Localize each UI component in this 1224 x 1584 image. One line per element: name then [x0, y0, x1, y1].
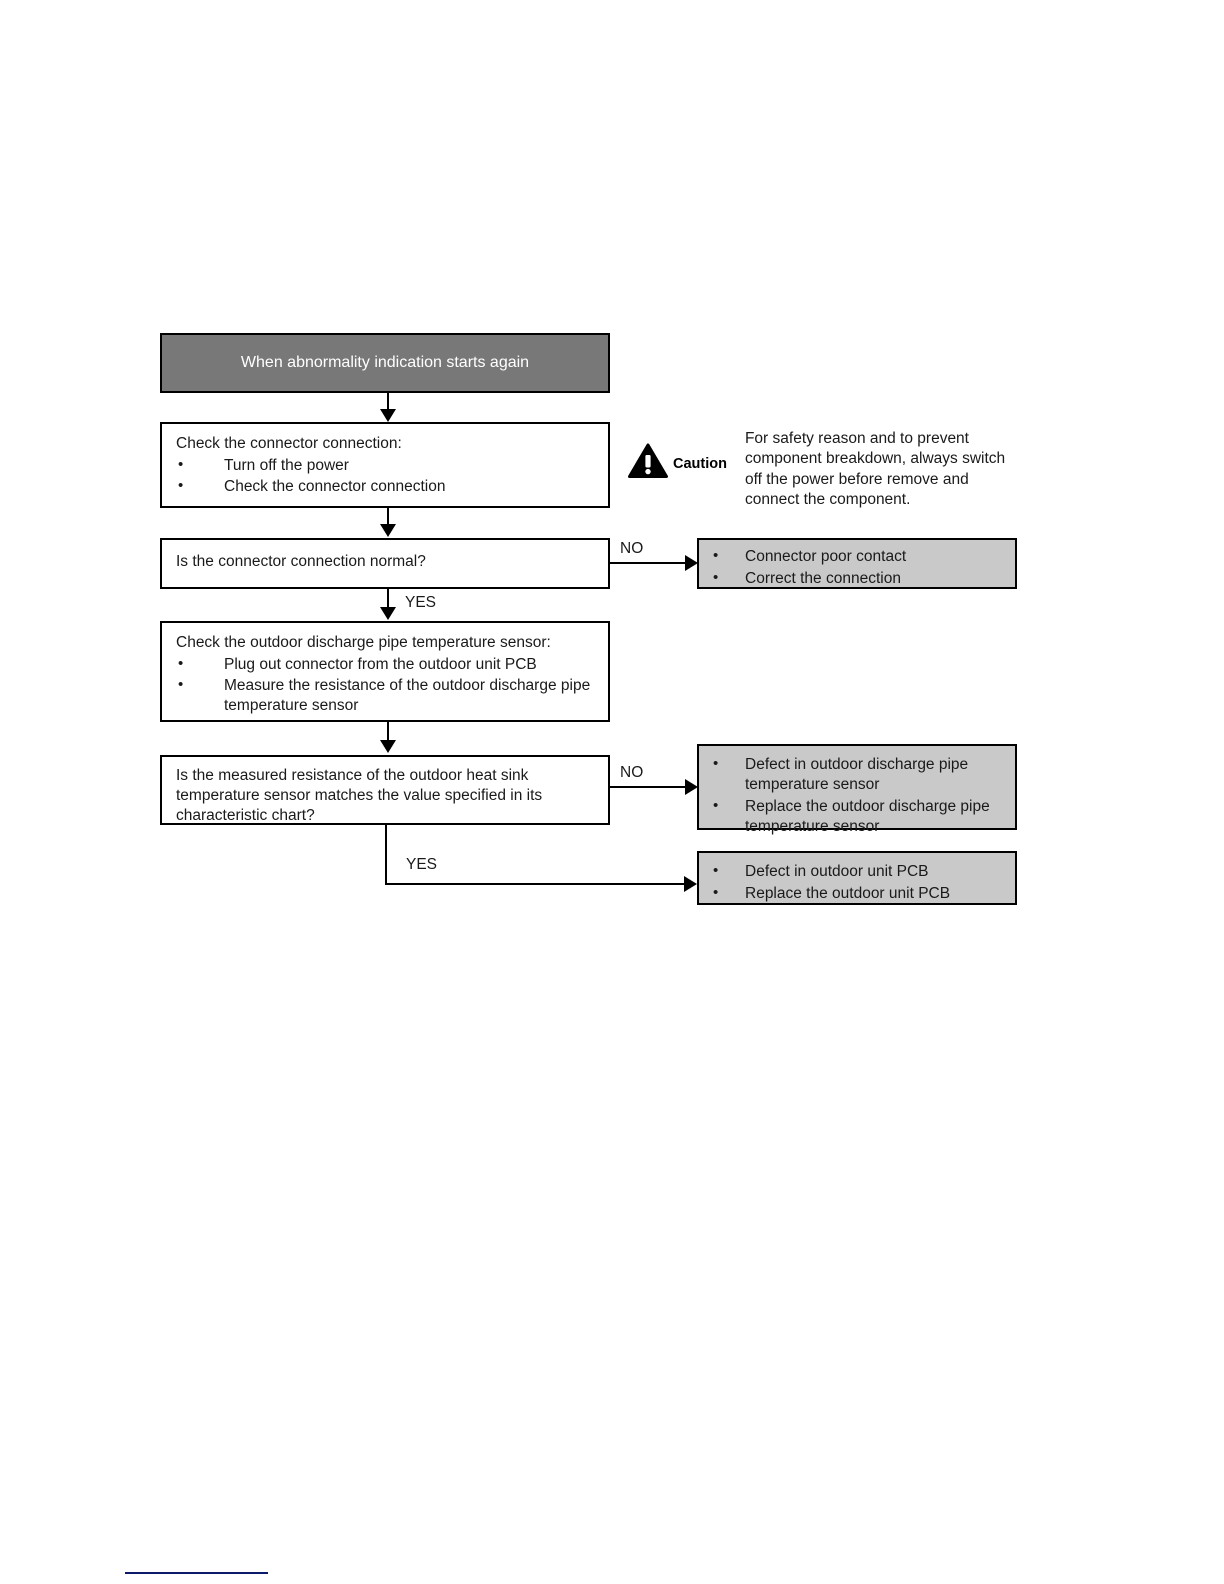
- list-item: Measure the resistance of the outdoor di…: [176, 675, 594, 716]
- step-check-sensor-title: Check the outdoor discharge pipe tempera…: [176, 634, 551, 651]
- step-check-sensor-bullets: Plug out connector from the outdoor unit…: [176, 654, 594, 716]
- edge-label-no-1: NO: [620, 540, 644, 557]
- edge-label-yes-1: YES: [405, 594, 437, 611]
- connector-decision1-yes: [387, 589, 389, 611]
- step-check-connector-bullets: Turn off the power Check the connector c…: [176, 455, 594, 497]
- connector-decision2-yes-horizontal: [385, 883, 685, 885]
- flow-start-header: When abnormality indication starts again: [160, 333, 610, 393]
- connector-decision2-no: [610, 786, 690, 788]
- connector-step1-to-decision1: [387, 508, 389, 526]
- step-check-connector-title: Check the connector connection:: [176, 435, 402, 452]
- caution-badge: Caution: [628, 425, 727, 484]
- list-item: Connector poor contact: [699, 546, 1015, 567]
- step-check-connector-connection: Check the connector connection: Turn off…: [160, 422, 610, 508]
- arrowhead-decision2-no: [685, 779, 698, 795]
- result-connector-bullets: Connector poor contact Correct the conne…: [699, 540, 1015, 589]
- edge-label-yes-2: YES: [406, 856, 438, 873]
- result-discharge-pipe-sensor-defect: Defect in outdoor discharge pipe tempera…: [697, 744, 1017, 835]
- flow-start-header-label: When abnormality indication starts again: [240, 353, 530, 371]
- warning-triangle-icon: [628, 443, 668, 484]
- list-item: Correct the connection: [699, 568, 1015, 589]
- caution-text: For safety reason and to prevent compone…: [744, 430, 1006, 508]
- decision-resistance-matches-chart: Is the measured resistance of the outdoo…: [160, 755, 610, 825]
- result-outdoor-unit-pcb-defect: Defect in outdoor unit PCB Replace the o…: [697, 851, 1017, 905]
- arrowhead-header-to-step1: [380, 409, 396, 422]
- list-item: Replace the outdoor discharge pipe tempe…: [699, 796, 1015, 837]
- list-item: Replace the outdoor unit PCB: [699, 883, 1015, 904]
- decision-connector-connection-normal: Is the connector connection normal?: [160, 538, 610, 589]
- connector-step2-to-decision2: [387, 722, 389, 742]
- decision-connector-title: Is the connector connection normal?: [176, 553, 426, 570]
- list-item: Check the connector connection: [176, 476, 594, 497]
- list-item: Defect in outdoor unit PCB: [699, 861, 1015, 882]
- result-sensor-bullets: Defect in outdoor discharge pipe tempera…: [699, 746, 1015, 837]
- decision-resistance-title: Is the measured resistance of the outdoo…: [176, 767, 543, 824]
- caution-label: Caution: [673, 455, 727, 472]
- list-item: Defect in outdoor discharge pipe tempera…: [699, 754, 1015, 795]
- footnote-separator: [125, 1572, 268, 1574]
- connector-decision1-no: [610, 562, 690, 564]
- connector-decision2-yes-vertical: [385, 825, 387, 885]
- result-pcb-bullets: Defect in outdoor unit PCB Replace the o…: [699, 853, 1015, 904]
- step-check-discharge-pipe-sensor: Check the outdoor discharge pipe tempera…: [160, 621, 610, 722]
- list-item: Turn off the power: [176, 455, 594, 476]
- arrowhead-step2-to-decision2: [380, 740, 396, 753]
- result-connector-poor-contact: Connector poor contact Correct the conne…: [697, 538, 1017, 589]
- list-item: Plug out connector from the outdoor unit…: [176, 654, 594, 675]
- caution-note: Caution For safety reason and to prevent…: [628, 425, 1010, 510]
- arrowhead-decision1-no: [685, 555, 698, 571]
- arrowhead-step1-to-decision1: [380, 524, 396, 537]
- arrowhead-decision1-yes: [380, 607, 396, 620]
- arrowhead-decision2-yes: [684, 876, 697, 892]
- edge-label-no-2: NO: [620, 764, 644, 781]
- connector-header-to-step1: [387, 393, 389, 415]
